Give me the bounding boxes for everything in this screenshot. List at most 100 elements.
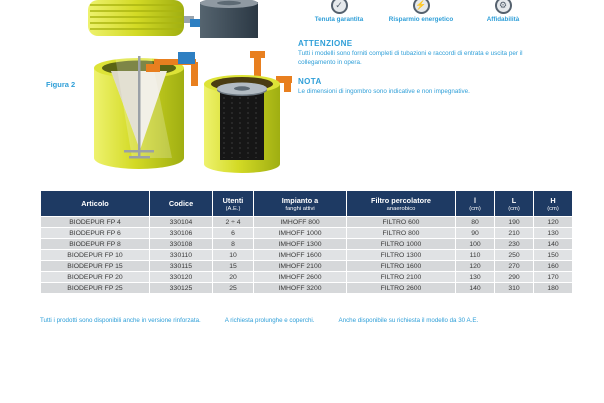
footer-note: Anche disponibile su richiesta il modell… [338,317,479,324]
connector-pipe [184,16,194,23]
figure-label: Figura 2 [46,80,76,89]
table-cell: FILTRO 2600 [347,283,455,293]
table-cell: BIODEPUR FP 10 [41,250,149,260]
badge-label: Risparmio energetico [388,16,454,23]
table-cell: IMHOFF 1600 [254,250,346,260]
table-cell: 330115 [150,261,212,271]
table-cell: BIODEPUR FP 6 [41,228,149,238]
table-cell: IMHOFF 800 [254,217,346,227]
table-cell: 250 [495,250,533,260]
table-cell: BIODEPUR FP 20 [41,272,149,282]
table-cell: 140 [456,283,494,293]
table-cell: 270 [495,261,533,271]
table-cell: 330108 [150,239,212,249]
table-cell: 210 [495,228,533,238]
corrugated-tank [88,0,184,36]
gear-icon: ⚙ [494,0,512,14]
filter-media [220,90,264,160]
table-cell: 80 [456,217,494,227]
table-cell: 110 [456,250,494,260]
imhoff-tank [94,50,184,169]
table-cell: IMHOFF 2100 [254,261,346,271]
filter-cartridge [200,0,258,38]
table-cell: 25 [213,283,253,293]
table-cell: FILTRO 1600 [347,261,455,271]
table-cell: 120 [456,261,494,271]
feature-badges: ✓ Tenuta garantita ⚡ Risparmio energetic… [298,0,566,24]
footer-note: Tutti i prodotti sono disponibili anche … [40,317,201,324]
table-cell: IMHOFF 1300 [254,239,346,249]
transfer-pipes [154,51,292,92]
table-cell: 2 ÷ 4 [213,217,253,227]
table-cell: 330120 [150,272,212,282]
table-cell: BIODEPUR FP 8 [41,239,149,249]
seal-icon: ✓ [330,0,348,14]
tank-cutaway-top-illustration [86,0,286,45]
table-cell: FILTRO 800 [347,228,455,238]
attention-title: ATTENZIONE [298,38,353,48]
percolator-tank [204,75,280,173]
blue-fitting [190,19,200,27]
table-cell: 330106 [150,228,212,238]
energy-icon: ⚡ [412,0,430,14]
table-cell: BIODEPUR FP 25 [41,283,149,293]
badge-energia: ⚡ Risparmio energetico [380,0,462,24]
footer-note: A richiesta prolunghe e coperchi. [224,317,315,324]
control-box [178,52,195,64]
table-cell: 15 [213,261,253,271]
badge-tenuta: ✓ Tenuta garantita [298,0,380,24]
table-cell: BIODEPUR FP 15 [41,261,149,271]
badge-label: Affidabilità [486,16,520,23]
table-cell: 10 [213,250,253,260]
table-cell: 180 [534,283,572,293]
inlet-fitting [146,64,160,72]
badge-affidabilita: ⚙ Affidabilità [462,0,544,24]
table-cell: 8 [213,239,253,249]
table-cell: 90 [456,228,494,238]
table-cell: 20 [213,272,253,282]
table-cell: IMHOFF 3200 [254,283,346,293]
table-cell: 330110 [150,250,212,260]
table-cell: 230 [495,239,533,249]
table-cell: 290 [495,272,533,282]
table-cell: 100 [456,239,494,249]
footer-notes: Tutti i prodotti sono disponibili anche … [40,317,564,324]
table-cell: 6 [213,228,253,238]
table-cell: 140 [534,239,572,249]
two-tank-system-svg [94,50,292,173]
attention-text: Tutti i modelli sono forniti completi di… [298,49,523,66]
badge-label: Tenuta garantita [314,16,364,23]
column-header: H(cm) [534,191,572,216]
table-cell: 170 [534,272,572,282]
table-cell: 330104 [150,217,212,227]
corrugated-tank-and-filter-svg [88,0,258,38]
nota-title: NOTA [298,76,322,86]
table-cell: FILTRO 2100 [347,272,455,282]
table-cell: IMHOFF 1000 [254,228,346,238]
table-cell: IMHOFF 2600 [254,272,346,282]
table-cell: 150 [534,250,572,260]
nota-text: Le dimensioni di ingombro sono indicativ… [298,87,470,95]
table-cell: BIODEPUR FP 4 [41,217,149,227]
table-cell: 130 [534,228,572,238]
table-cell: FILTRO 1000 [347,239,455,249]
table-cell: 310 [495,283,533,293]
table-cell: 160 [534,261,572,271]
attention-section: ATTENZIONE Tutti i modelli sono forniti … [298,39,566,68]
column-header: L(cm) [495,191,533,216]
info-column: ✓ Tenuta garantita ⚡ Risparmio energetic… [298,0,566,96]
table-cell: 190 [495,217,533,227]
